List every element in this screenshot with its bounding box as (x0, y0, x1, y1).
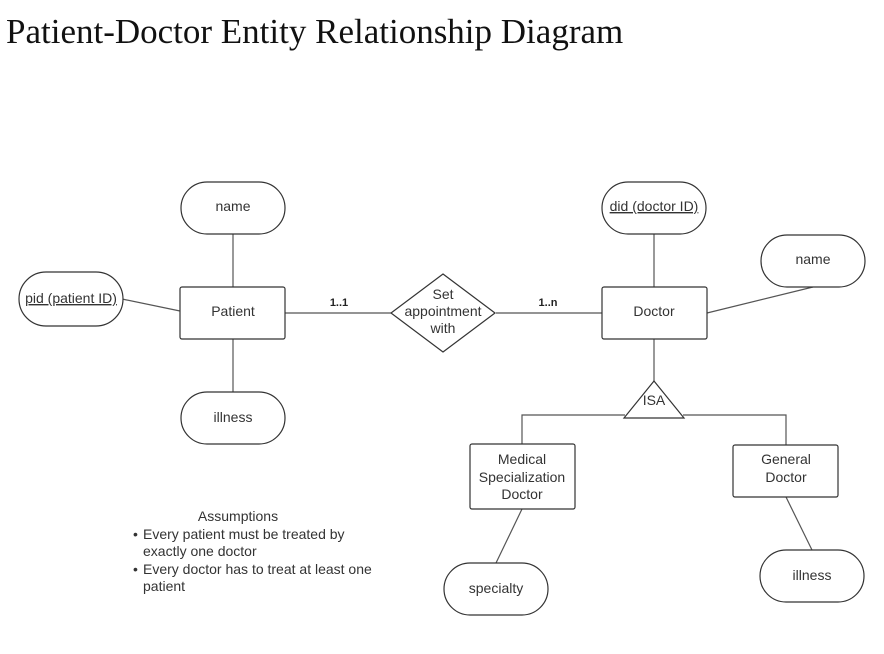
relationship-label-line: Set (432, 286, 453, 302)
attribute-label: specialty (469, 580, 523, 596)
isa-triangle: ISA (622, 380, 686, 419)
edge-medical-specialty (495, 508, 523, 564)
entity-medical-specialization-doctor: Medical Specialization Doctor (469, 443, 576, 510)
edge-isa-general (683, 414, 787, 445)
entity-label-line: Doctor (501, 486, 543, 502)
entity-label-line: Medical (498, 451, 546, 467)
entity-label: Patient (211, 303, 255, 319)
attribute-patient-illness: illness (180, 391, 286, 445)
assumptions-list: Every patient must be treated by exactly… (133, 526, 383, 596)
entity-general-doctor: General Doctor (732, 444, 839, 498)
edge-doctor-name (706, 286, 814, 314)
isa-label: ISA (643, 392, 666, 408)
assumptions-title: Assumptions (197, 508, 279, 524)
entity-label: Doctor (633, 303, 675, 319)
assumptions-note: Assumptions Every patient must be treate… (133, 508, 383, 596)
attribute-label: name (215, 198, 250, 214)
attribute-patient-name: name (180, 181, 286, 235)
cardinality-patient: 1..1 (330, 297, 348, 309)
attribute-general-illness: illness (759, 549, 865, 603)
entity-patient: Patient (179, 286, 286, 340)
cardinality-doctor: 1..n (539, 297, 558, 309)
attribute-label: illness (793, 567, 832, 583)
edge-general-illness (785, 496, 813, 551)
entity-doctor: Doctor (601, 286, 708, 340)
assumption-item: Every doctor has to treat at least one p… (133, 561, 383, 596)
relationship-label-line: with (430, 320, 456, 336)
relationship-set-appointment: Set appointment with (390, 273, 496, 353)
attribute-specialty: specialty (443, 562, 549, 616)
entity-label-line: Doctor (765, 469, 807, 485)
attribute-label: name (795, 251, 830, 267)
attribute-doctor-name: name (760, 234, 866, 288)
attribute-label: pid (patient ID) (25, 290, 117, 306)
attribute-patient-id: pid (patient ID) (18, 271, 124, 327)
relationship-label-line: appointment (404, 303, 481, 319)
connectors (121, 234, 814, 564)
attribute-label: illness (214, 409, 253, 425)
assumption-item: Every patient must be treated by exactly… (133, 526, 383, 561)
entity-label-line: Specialization (479, 469, 565, 485)
entity-label-line: General (761, 451, 811, 467)
edge-isa-medical (521, 414, 625, 444)
attribute-doctor-id: did (doctor ID) (601, 181, 707, 235)
page-title: Patient-Doctor Entity Relationship Diagr… (6, 12, 624, 51)
attribute-label: did (doctor ID) (610, 198, 699, 214)
edge-patient-pid (121, 298, 181, 312)
